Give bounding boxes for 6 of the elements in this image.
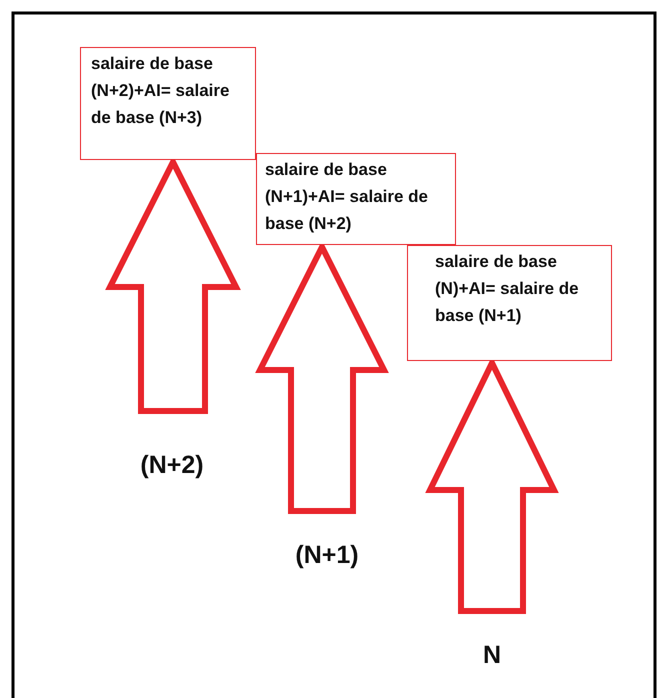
arrow-label: N <box>442 612 542 674</box>
text-box: salaire de base (N+2)+AI= salaire de base (N+3) <box>80 47 256 160</box>
text-box: salaire de base (N+1)+AI= salaire de base (N+2) <box>256 153 456 245</box>
arrow-label: (N+1) <box>277 512 377 574</box>
text-box: salaire de base (N)+AI= salaire de base (N+1) <box>407 245 612 361</box>
arrow-label: (N+2) <box>122 412 222 482</box>
